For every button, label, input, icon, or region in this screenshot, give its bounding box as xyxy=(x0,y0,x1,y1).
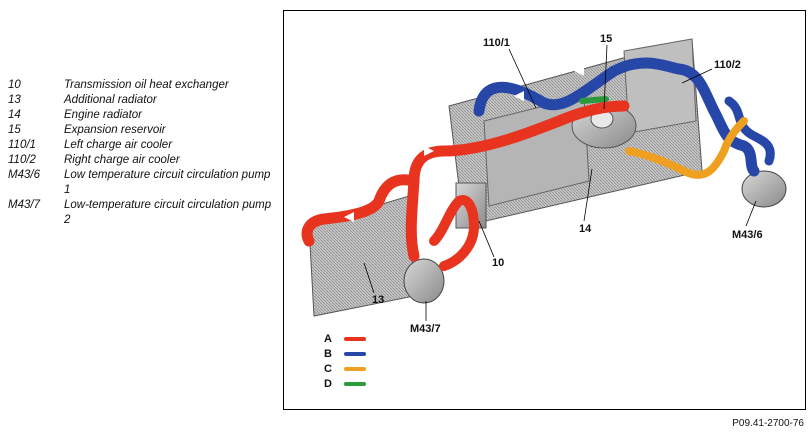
figure-reference: P09.41-2700-76 xyxy=(732,418,804,429)
line-color-key: A B C D xyxy=(324,331,366,391)
hose-d xyxy=(579,96,609,104)
key-letter: C xyxy=(324,362,332,375)
key-swatch xyxy=(344,336,366,341)
leader-line xyxy=(363,262,375,294)
key-row: B xyxy=(324,346,366,361)
legend-code: 13 xyxy=(8,94,21,106)
hose-a-upper xyxy=(405,100,630,262)
legend-item: M43/6 Low temperature circuit circulation… xyxy=(8,168,278,198)
circulation-pump-2 xyxy=(403,258,445,304)
legend-item: 15 Expansion reservoir xyxy=(8,123,278,138)
leader-line xyxy=(681,68,713,84)
legend-description: Low-temperature circuit circulation pump… xyxy=(64,199,272,226)
legend-code: 14 xyxy=(8,109,21,121)
legend-item: M43/7 Low-temperature circuit circulation… xyxy=(8,198,278,228)
legend-item: 110/2 Right charge air cooler xyxy=(8,153,278,168)
callout-circulation-pump-2: M43/7 xyxy=(410,323,441,335)
hose-b-right xyxy=(724,96,775,166)
legend-description: Right charge air cooler xyxy=(64,154,180,166)
flow-arrow-icon xyxy=(424,146,434,156)
circulation-pump-1 xyxy=(741,170,787,208)
legend-item: 110/1 Left charge air cooler xyxy=(8,138,278,153)
flow-arrow-icon xyxy=(514,91,524,101)
flow-arrow-icon xyxy=(344,212,354,222)
legend-description: Engine radiator xyxy=(64,109,142,121)
callout-expansion-reservoir: 15 xyxy=(600,33,613,45)
callout-transmission-oil-heat-exchanger: 10 xyxy=(492,257,505,269)
hose-b xyxy=(473,57,760,177)
leader-line xyxy=(583,168,593,222)
callout-circulation-pump-1: M43/6 xyxy=(732,229,763,241)
legend-description: Expansion reservoir xyxy=(64,124,166,136)
leader-line xyxy=(603,44,608,110)
key-letter: B xyxy=(324,347,332,360)
key-letter: A xyxy=(324,332,332,345)
callout-engine-radiator: 14 xyxy=(579,223,592,235)
legend-item: 13 Additional radiator xyxy=(8,93,278,108)
legend-code: 110/2 xyxy=(8,154,36,166)
callout-left-charge-air-cooler: 110/1 xyxy=(483,37,510,49)
legend-item: 14 Engine radiator xyxy=(8,108,278,123)
legend-item: 10 Transmission oil heat exchanger xyxy=(8,78,278,93)
hose-c xyxy=(625,117,748,179)
diagram-illustration xyxy=(301,38,787,321)
callout-additional-radiator: 13 xyxy=(372,294,385,306)
legend-code: 110/1 xyxy=(8,139,36,151)
component-legend: 10 Transmission oil heat exchanger 13 Addi… xyxy=(8,78,278,228)
key-row: A xyxy=(324,331,366,346)
key-letter: D xyxy=(324,377,332,390)
legend-description: Additional radiator xyxy=(64,94,157,106)
key-swatch xyxy=(344,351,366,356)
hose-a-exchanger xyxy=(429,195,480,271)
legend-code: 15 xyxy=(8,124,21,136)
legend-description: Low temperature circuit circulation pump… xyxy=(64,169,271,196)
legend-code: 10 xyxy=(8,79,21,91)
cooling-circuit-diagram: 110/1 15 110/2 14 10 13 M43/6 M43/7 A B … xyxy=(283,10,806,410)
leader-line xyxy=(478,220,495,258)
key-row: C xyxy=(324,361,366,376)
legend-description: Left charge air cooler xyxy=(64,139,173,151)
hose-a-lower xyxy=(301,174,420,247)
leader-line xyxy=(745,200,757,227)
callout-right-charge-air-cooler: 110/2 xyxy=(714,59,741,71)
legend-code: M43/7 xyxy=(8,199,40,211)
legend-code: M43/6 xyxy=(8,169,40,181)
key-row: D xyxy=(324,376,366,391)
key-swatch xyxy=(344,381,366,386)
flow-arrow-icon xyxy=(574,66,584,76)
key-swatch xyxy=(344,366,366,371)
legend-description: Transmission oil heat exchanger xyxy=(64,79,229,91)
leader-line xyxy=(508,48,537,109)
